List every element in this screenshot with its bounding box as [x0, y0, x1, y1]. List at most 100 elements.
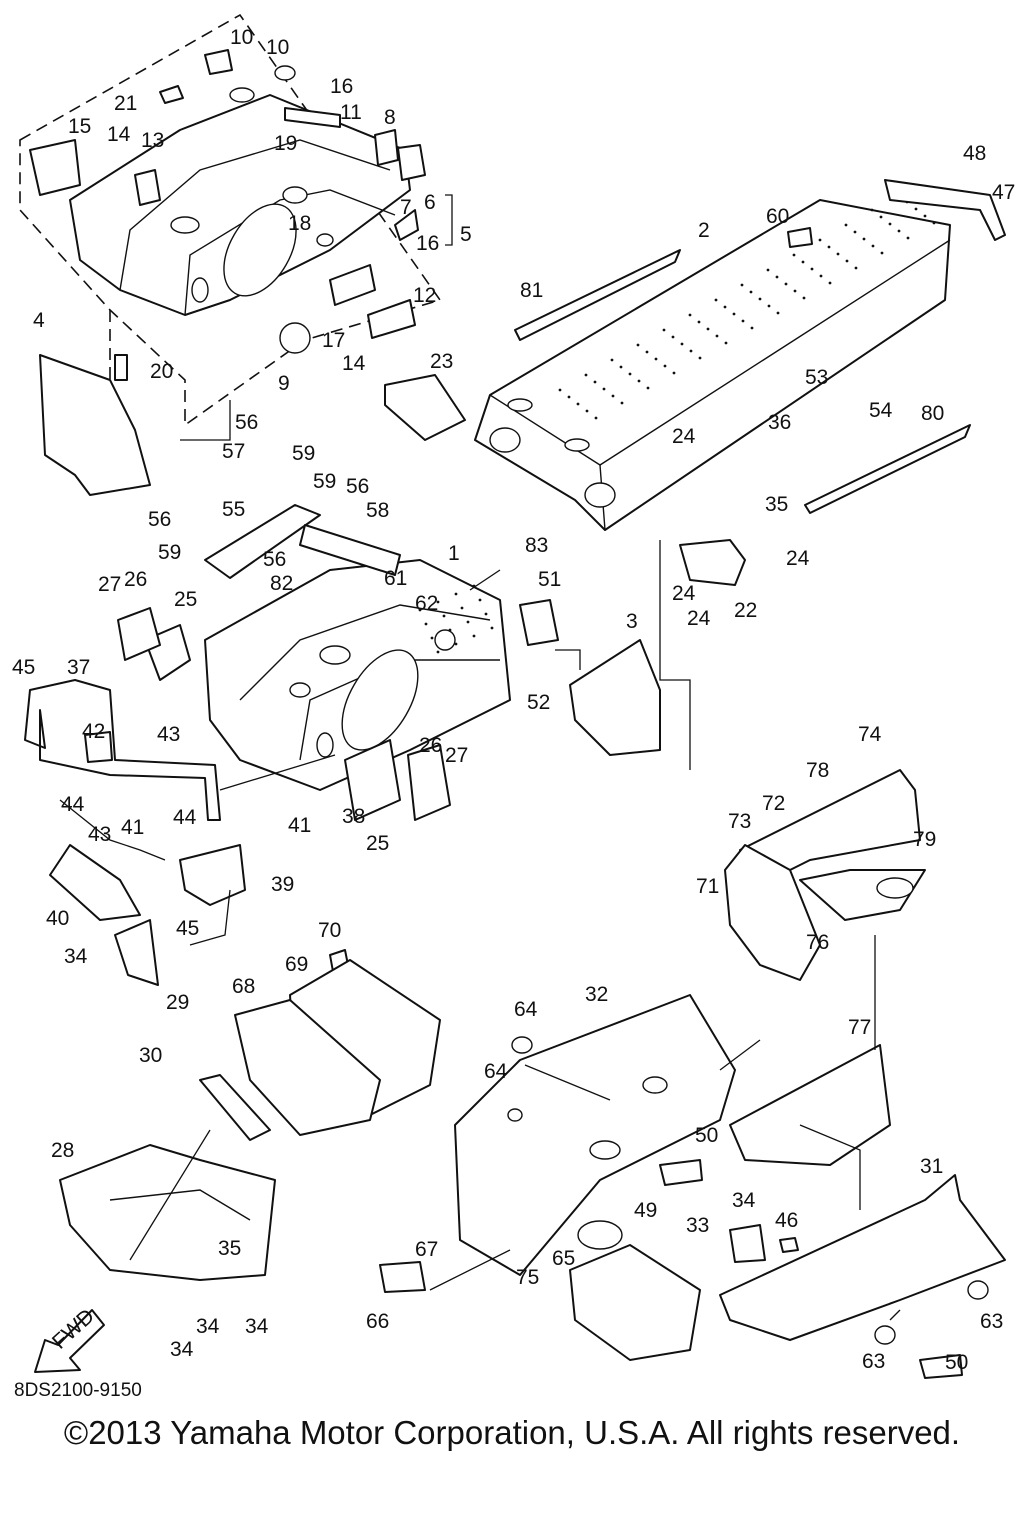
rivet-dot: [888, 222, 892, 226]
callout-37: 37: [67, 656, 90, 679]
rivet-dot: [828, 281, 832, 285]
bracket-part-42: [84, 731, 113, 763]
rivet-dot: [932, 221, 936, 225]
callout-1: 1: [448, 542, 460, 565]
callout-28: 28: [51, 1139, 74, 1162]
callout-64: 64: [484, 1060, 508, 1083]
callout-42: 42: [82, 720, 105, 743]
callout-32: 32: [585, 983, 608, 1006]
callout-41: 41: [288, 814, 311, 837]
grommet-part-63-left: [874, 1325, 896, 1345]
callout-3: 3: [626, 610, 638, 633]
rivet-dot: [836, 252, 840, 256]
rivet-dot: [454, 642, 458, 646]
brace-part-55: [204, 504, 321, 579]
callout-29: 29: [166, 991, 189, 1014]
grommet-part-63-right: [967, 1280, 989, 1300]
gasket-part-26-left: [117, 607, 161, 661]
callout-11: 11: [340, 101, 362, 124]
strip-part-81: [514, 249, 681, 341]
rivet-dot: [430, 636, 434, 640]
rivet-dot: [484, 612, 488, 616]
callout-47: 47: [992, 181, 1015, 204]
callout-76: 76: [806, 931, 829, 954]
bracket-part-3: [569, 639, 661, 756]
callout-69: 69: [285, 953, 308, 976]
pan-hole: [589, 1140, 621, 1160]
callout-50: 50: [695, 1124, 718, 1147]
rivet-dot: [854, 266, 858, 270]
rivet-dot: [619, 365, 623, 369]
rivet-dot: [654, 357, 658, 361]
rivet-dot: [698, 356, 702, 360]
callout-16: 16: [416, 232, 439, 255]
callout-16: 16: [330, 75, 353, 98]
rivet-dot: [594, 416, 598, 420]
rivet-dot: [436, 650, 440, 654]
callout-10: 10: [266, 36, 289, 59]
rivet-dot: [478, 598, 482, 602]
rivet-dot: [749, 290, 753, 294]
grommet-part-64: [507, 1108, 523, 1122]
rivet-dot: [732, 312, 736, 316]
callout-63: 63: [862, 1350, 885, 1373]
tunnel-rivet-dots: [558, 193, 936, 420]
bottom-pan-part-28: [59, 1144, 276, 1281]
callout-4: 4: [33, 309, 45, 332]
callout-81: 81: [520, 279, 543, 302]
callout-48: 48: [963, 142, 986, 165]
callout-24: 24: [672, 582, 696, 605]
callout-61: 61: [384, 567, 407, 590]
callout-45: 45: [176, 917, 199, 940]
callout-70: 70: [318, 919, 341, 942]
callout-46: 46: [775, 1209, 798, 1232]
rivet-dot: [567, 395, 571, 399]
callout-10: 10: [230, 26, 253, 49]
callout-65: 65: [552, 1247, 575, 1270]
rivet-dot: [897, 229, 901, 233]
callout-5: 5: [460, 223, 472, 246]
rivet-dot: [706, 327, 710, 331]
bracket-part-66: [379, 1261, 426, 1293]
callout-35: 35: [765, 493, 788, 516]
rivet-dot: [646, 386, 650, 390]
side-step-part-40: [49, 844, 141, 921]
rivet-dot: [853, 230, 857, 234]
rivet-dot: [576, 402, 580, 406]
rivet-dot: [424, 622, 428, 626]
bracket-part-33: [729, 1224, 766, 1263]
callout-40: 40: [46, 907, 69, 930]
callout-21: 21: [114, 92, 137, 115]
rivet-dot: [784, 282, 788, 286]
main-front-frame-part-1: [204, 559, 511, 791]
callout-22: 22: [734, 599, 757, 622]
callout-12: 12: [413, 284, 436, 307]
callout-43: 43: [88, 823, 111, 846]
diagram-code: 8DS2100-9150: [14, 1380, 142, 1401]
rivet-dot: [436, 600, 440, 604]
rivet-dot: [844, 223, 848, 227]
callout-9: 9: [278, 372, 290, 395]
callout-80: 80: [921, 402, 944, 425]
callout-30: 30: [139, 1044, 162, 1067]
rivet-dot: [914, 207, 918, 211]
clip-part-46: [779, 1237, 799, 1253]
rivet-dot: [636, 343, 640, 347]
callout-83: 83: [525, 534, 548, 557]
handle-bar-part-37: [24, 679, 221, 821]
callout-23: 23: [430, 350, 453, 373]
callout-27: 27: [445, 744, 468, 767]
callout-27: 27: [98, 573, 121, 596]
callout-18: 18: [288, 212, 311, 235]
rivet-dot: [454, 592, 458, 596]
callout-57: 57: [222, 440, 245, 463]
rivet-dot: [490, 626, 494, 630]
callout-34: 34: [170, 1338, 194, 1361]
fwd-arrow-icon: FWD: [34, 1305, 105, 1373]
rivet-dot: [442, 614, 446, 618]
grommet-part-65: [577, 1220, 623, 1250]
callout-75: 75: [516, 1266, 539, 1289]
callout-55: 55: [222, 498, 245, 521]
